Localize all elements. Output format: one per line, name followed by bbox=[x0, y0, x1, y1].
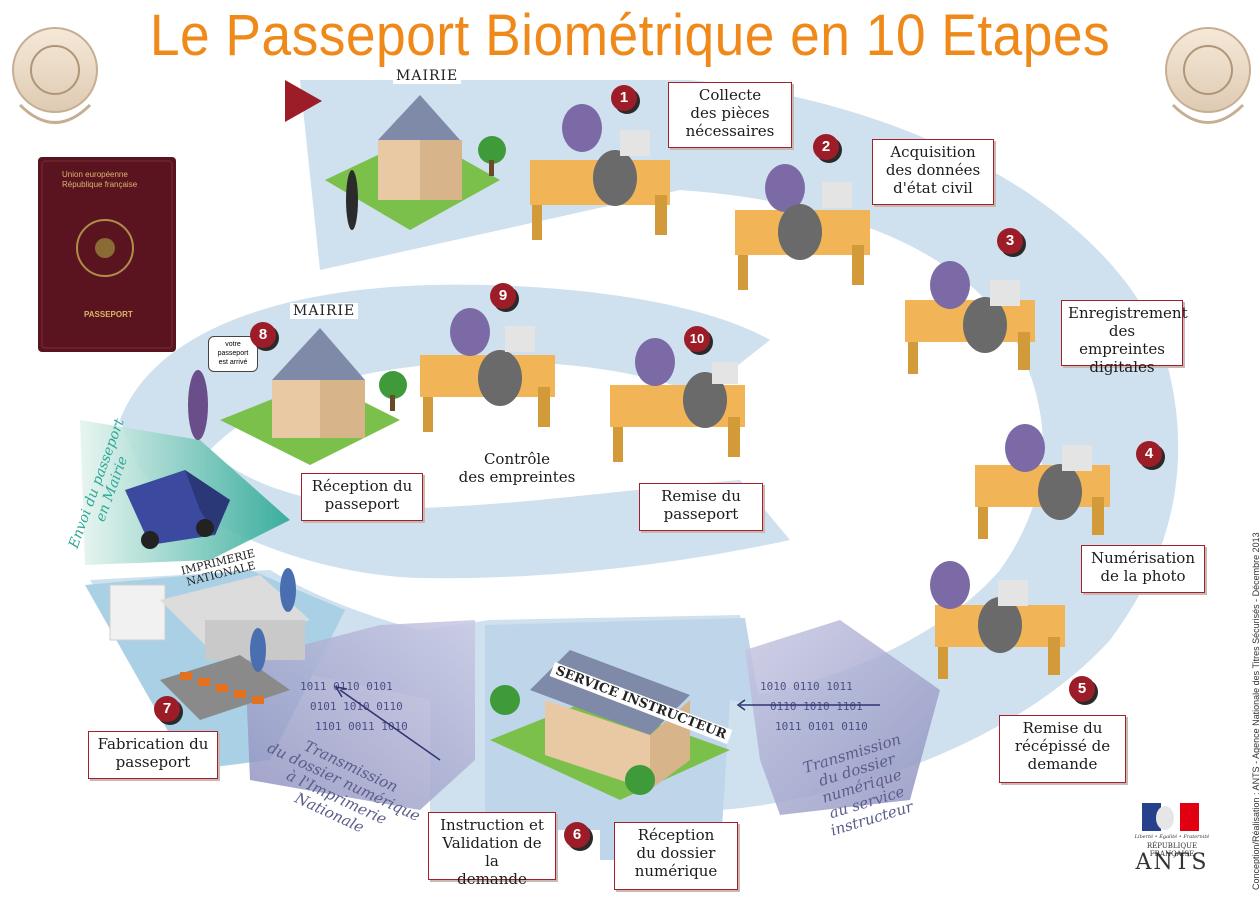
step-label-6-line3: demande bbox=[457, 870, 527, 888]
step-label-4-line1: Numérisation bbox=[1090, 549, 1195, 567]
step-label-8-line1: Réception du bbox=[311, 477, 413, 495]
step-label-3-line1: Enregistrement bbox=[1068, 304, 1188, 322]
step-label-1-line1: Collecte bbox=[698, 86, 762, 104]
step-label-8-line2: passeport bbox=[324, 495, 400, 513]
desk-step9-icon bbox=[420, 308, 555, 432]
step-label-5: Remise du récépissé de demande bbox=[999, 715, 1126, 783]
ants-republique: RÉPUBLIQUE FRANÇAISE bbox=[1146, 842, 1198, 858]
desk-step3-icon bbox=[905, 261, 1035, 374]
step-label-10: Remise du passeport bbox=[639, 483, 763, 531]
binary-stream-right: 1010 0110 1011 bbox=[760, 680, 853, 693]
desk-step10-icon bbox=[610, 338, 745, 462]
passport-cover-line1: Union européenne bbox=[62, 170, 128, 179]
step-label-7-line2: passeport bbox=[115, 753, 191, 771]
page-title: Le Passeport Biométrique en 10 Etapes bbox=[149, 3, 1111, 68]
step-badge-10: 10 bbox=[684, 326, 710, 352]
step-label-3: Enregistrement des empreintes digitales bbox=[1061, 300, 1188, 376]
ants-motto: Liberté • Égalité • Fraternité bbox=[1134, 834, 1210, 840]
desk-step4-icon bbox=[975, 424, 1110, 539]
step-badge-5: 5 bbox=[1069, 676, 1095, 702]
mairie-building-bottom-icon bbox=[188, 328, 407, 465]
svg-text:1011 0101 0110: 1011 0101 0110 bbox=[775, 720, 868, 733]
speech-bubble-line1: votre bbox=[225, 341, 241, 348]
printing-press-icon bbox=[109, 568, 310, 720]
step-label-6-line2: Validation de la bbox=[442, 834, 542, 870]
step-label-10-line2: passeport bbox=[663, 505, 739, 523]
passport-icon bbox=[38, 157, 176, 352]
step-label-9: Contrôle des empreintes bbox=[452, 450, 582, 486]
binary-panel-left bbox=[245, 620, 475, 810]
step-label-10-line1: Remise du bbox=[661, 487, 741, 505]
speech-bubble-line2: passeport bbox=[217, 350, 249, 357]
republic-flag-icon bbox=[1142, 803, 1199, 831]
binary-stream-left: 1011 0110 0101 bbox=[300, 680, 393, 693]
credit-text: Conception/Réalisation : ANTS - Agence N… bbox=[1251, 532, 1260, 890]
ornament-left-icon bbox=[12, 27, 98, 124]
step-badge-2: 2 bbox=[813, 134, 839, 160]
step-badge-4: 4 bbox=[1136, 441, 1162, 467]
step-label-1: Collecte des pièces nécessaires bbox=[668, 82, 792, 148]
ants-logo-text: ANTS bbox=[1135, 850, 1209, 875]
mairie-label-top: MAIRIE bbox=[393, 68, 462, 84]
step-label-4-line2: de la photo bbox=[1100, 567, 1186, 585]
step-label-6b-line3: numérique bbox=[634, 862, 718, 880]
desk-step1-icon bbox=[530, 104, 670, 240]
step-label-6-reception: Réception du dossier numérique bbox=[614, 822, 738, 890]
svg-text:1101 0011 1010: 1101 0011 1010 bbox=[315, 720, 408, 733]
step-label-2-line2: des données bbox=[885, 161, 981, 179]
step-label-6b-line1: Réception bbox=[637, 826, 715, 844]
step-label-8: Réception du passeport bbox=[301, 473, 423, 521]
step-label-5-line2: récépissé de bbox=[1014, 737, 1111, 755]
mairie-label-bottom: MAIRIE bbox=[290, 303, 359, 319]
step-label-6-line1: Instruction et bbox=[440, 816, 544, 834]
svg-text:0101 1010 0110: 0101 1010 0110 bbox=[310, 700, 403, 713]
step-label-1-line2: des pièces bbox=[690, 104, 770, 122]
desk-step5-icon bbox=[930, 561, 1065, 679]
step-label-7-line1: Fabrication du bbox=[97, 735, 209, 753]
step-label-2-line3: d'état civil bbox=[893, 179, 973, 197]
step-badge-8: 8 bbox=[250, 322, 276, 348]
step-badge-1: 1 bbox=[611, 85, 637, 111]
step-label-9-line2: des empreintes bbox=[458, 468, 576, 486]
step-label-5-line1: Remise du bbox=[1022, 719, 1103, 737]
step-badge-7: 7 bbox=[154, 696, 180, 722]
inner-band bbox=[120, 284, 790, 579]
step-label-3-line2: des empreintes bbox=[1079, 322, 1165, 358]
step-label-4: Numérisation de la photo bbox=[1081, 545, 1205, 593]
svg-text:0110 1010 1101: 0110 1010 1101 bbox=[770, 700, 863, 713]
step-badge-6: 6 bbox=[564, 822, 590, 848]
passport-cover-footer: PASSEPORT bbox=[84, 310, 133, 319]
speech-bubble: votre passeport est arrivé bbox=[208, 336, 258, 372]
speech-bubble-line3: est arrivé bbox=[218, 359, 248, 366]
step-label-3-line3: digitales bbox=[1089, 358, 1155, 376]
step-badge-3: 3 bbox=[997, 228, 1023, 254]
step-label-6b-line2: du dossier bbox=[636, 844, 716, 862]
start-arrow-icon bbox=[285, 80, 322, 122]
step-label-9-line1: Contrôle bbox=[483, 450, 551, 468]
armored-truck-icon bbox=[125, 470, 230, 549]
ornament-right-icon bbox=[1165, 27, 1251, 124]
step-label-2-line1: Acquisition bbox=[890, 143, 976, 161]
passport-cover-line2: République française bbox=[62, 180, 138, 189]
step-label-5-line3: demande bbox=[1027, 755, 1098, 773]
step-label-7: Fabrication du passeport bbox=[88, 731, 218, 779]
mairie-building-top-icon bbox=[325, 95, 506, 230]
step-label-1-line3: nécessaires bbox=[685, 122, 775, 140]
step-label-2: Acquisition des données d'état civil bbox=[872, 139, 994, 205]
desk-step2-icon bbox=[735, 164, 870, 290]
step-badge-9: 9 bbox=[490, 283, 516, 309]
binary-panel-right bbox=[745, 620, 940, 815]
step-label-6-instruction: Instruction et Validation de la demande bbox=[428, 812, 556, 888]
